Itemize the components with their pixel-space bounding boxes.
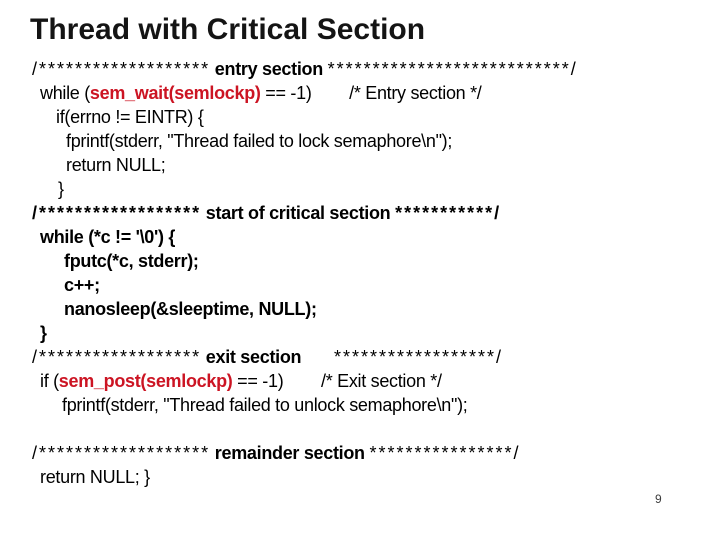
code-segment: ****************/	[369, 443, 521, 463]
code-segment: return NULL; }	[40, 467, 150, 487]
code-segment: ******************/	[305, 347, 504, 367]
code-segment: /******************	[32, 347, 202, 367]
code-segment: entry section	[210, 59, 328, 79]
code-line: /****************** start of critical se…	[32, 201, 712, 225]
code-segment: remainder section	[210, 443, 370, 463]
code-segment: nanosleep(&sleeptime, NULL);	[64, 299, 317, 319]
code-line: }	[32, 321, 712, 345]
code-segment: fputc(*c, stderr);	[64, 251, 199, 271]
code-line: /******************* remainder section *…	[32, 441, 712, 465]
code-segment: sem_post(semlockp)	[58, 371, 233, 391]
code-line: }	[32, 177, 712, 201]
code-segment: /*******************	[32, 59, 211, 79]
code-line: fputc(*c, stderr);	[32, 249, 712, 273]
code-segment: if(errno != EINTR) {	[56, 107, 204, 127]
code-segment: while (	[40, 83, 90, 103]
code-segment: == -1) /* Entry section */	[260, 83, 482, 103]
code-segment: == -1) /* Exit section */	[232, 371, 442, 391]
code-segment: ***********/	[395, 203, 502, 223]
page-number: 9	[655, 492, 662, 506]
code-line: /****************** exit section *******…	[32, 345, 712, 369]
code-line: while (sem_wait(semlockp) == -1) /* Entr…	[32, 81, 712, 105]
code-line: if (sem_post(semlockp) == -1) /* Exit se…	[32, 369, 712, 393]
code-segment: }	[58, 179, 64, 199]
code-line: /******************* entry section *****…	[32, 57, 712, 81]
code-segment: ***************************/	[327, 59, 578, 79]
code-line: c++;	[32, 273, 712, 297]
code-segment: fprintf(stderr, "Thread failed to unlock…	[62, 395, 468, 415]
code-line: fprintf(stderr, "Thread failed to unlock…	[32, 393, 712, 417]
code-segment: }	[40, 323, 47, 343]
code-segment: sem_wait(semlockp)	[89, 83, 261, 103]
code-line	[32, 417, 712, 441]
code-line: nanosleep(&sleeptime, NULL);	[32, 297, 712, 321]
code-segment: return NULL;	[66, 155, 166, 175]
code-line: while (*c != '\0') {	[32, 225, 712, 249]
code-segment: c++;	[64, 275, 100, 295]
code-segment: /*******************	[32, 443, 211, 463]
code-segment: fprintf(stderr, "Thread failed to lock s…	[66, 131, 453, 151]
code-segment: if (	[40, 371, 59, 391]
code-line: if(errno != EINTR) {	[32, 105, 712, 129]
code-block: /******************* entry section *****…	[32, 57, 712, 489]
code-line: fprintf(stderr, "Thread failed to lock s…	[32, 129, 712, 153]
code-line: return NULL; }	[32, 465, 712, 489]
code-line: return NULL;	[32, 153, 712, 177]
slide-title: Thread with Critical Section	[30, 13, 426, 46]
code-segment: while (*c != '\0') {	[40, 227, 176, 247]
code-segment: /******************	[32, 203, 202, 223]
code-segment: start of critical section	[201, 203, 396, 223]
code-segment: exit section	[201, 347, 306, 367]
